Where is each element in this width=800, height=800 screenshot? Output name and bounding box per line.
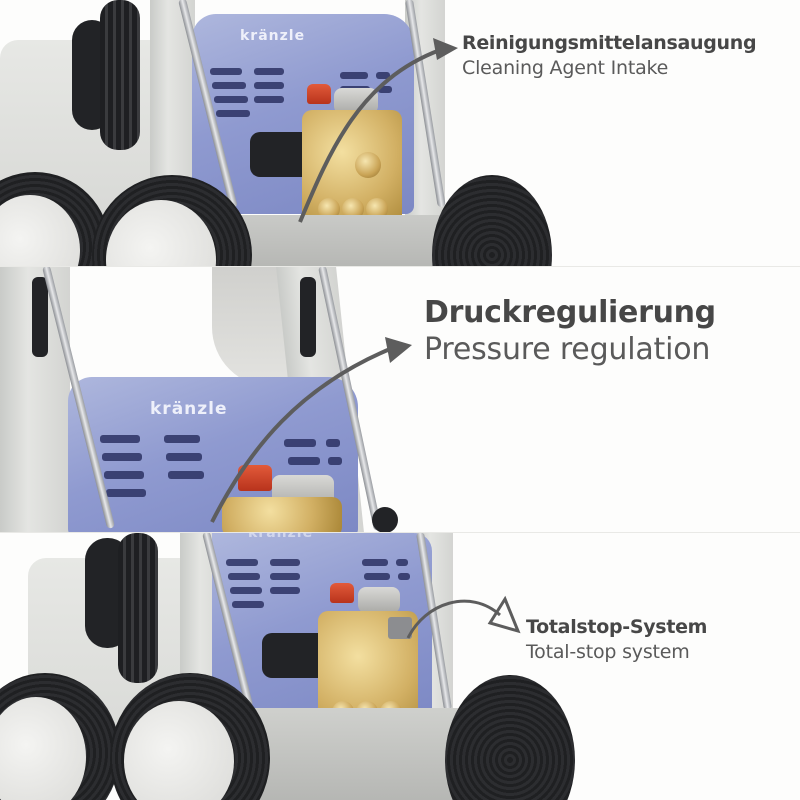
brass-pump [222, 497, 342, 532]
panel-pressure-regulation: kränzle Druckregulierung Pressure regula… [0, 267, 800, 532]
brand-logo: kränzle [240, 28, 306, 44]
hose-coil [118, 533, 158, 683]
panel-divider [0, 266, 800, 267]
caption-german: Druckregulierung [424, 295, 716, 330]
caption: Totalstop-System Total-stop system [526, 616, 707, 663]
wheel-front-right [445, 675, 575, 800]
caption-german: Totalstop-System [526, 616, 708, 638]
panel-totalstop-system: kränzle Totalstop-System Total-stop syst… [0, 533, 800, 800]
brand-logo: kränzle [150, 399, 228, 419]
arrow-icon [210, 337, 412, 523]
caption: Druckregulierung Pressure regulation [424, 295, 716, 367]
red-valve-cap [330, 583, 354, 603]
arrow-icon [298, 38, 458, 223]
caption-german: Reinigungsmittelansaugung [462, 32, 757, 54]
hose-coil [100, 0, 140, 150]
panel-divider [0, 532, 800, 533]
caption: Reinigungsmittelansaugung Cleaning Agent… [462, 32, 757, 79]
panel-cleaning-agent-intake: kränzle Reinigungsmittelansaugung Cleani… [0, 0, 800, 266]
caption-english: Total-stop system [526, 641, 690, 663]
caption-english: Pressure regulation [424, 332, 711, 367]
arrow-icon [406, 595, 521, 639]
pressure-gauge [358, 587, 400, 613]
pressure-gauge [334, 88, 378, 114]
brand-logo: kränzle [248, 533, 314, 541]
totalstop-switch [388, 617, 412, 639]
caption-english: Cleaning Agent Intake [462, 57, 669, 79]
red-valve-cap [307, 84, 331, 104]
